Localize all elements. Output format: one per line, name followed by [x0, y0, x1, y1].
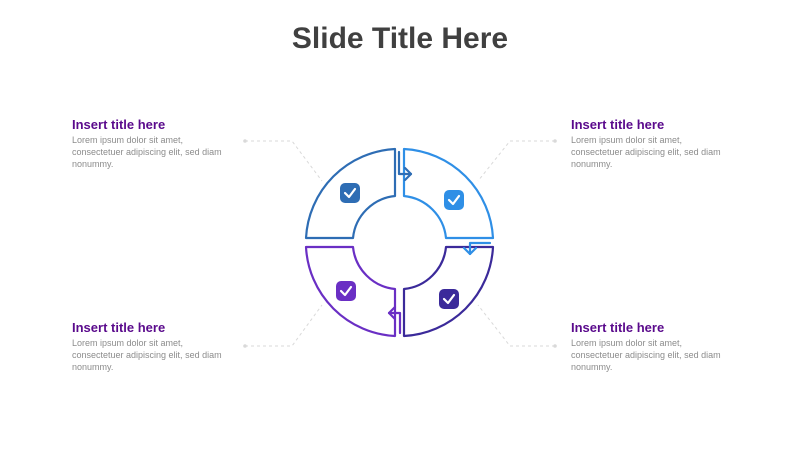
connector-bottom-left — [245, 304, 323, 347]
callout-body: Lorem ipsum dolor sit amet, consectetuer… — [72, 338, 222, 372]
ring-segment-bottom-left — [304, 245, 397, 338]
callout-bottom-right: Insert title here Lorem ipsum dolor sit … — [571, 320, 731, 373]
check-icon — [339, 285, 353, 297]
callout-title: Insert title here — [72, 320, 166, 335]
check-icon — [343, 187, 357, 199]
ring-segment-bottom-right — [402, 245, 495, 338]
arrow-down-icon — [462, 241, 492, 256]
check-badge-top-right — [444, 190, 464, 210]
connector-top-right — [477, 140, 555, 182]
callout-top-left: Insert title here Lorem ipsum dolor sit … — [72, 117, 232, 170]
ring-segment-top-right — [402, 147, 495, 240]
callout-title: Insert title here — [571, 320, 665, 335]
callout-title: Insert title here — [72, 117, 166, 132]
connector-top-left — [245, 140, 323, 182]
ring-segment-top-left — [304, 147, 397, 240]
callout-body: Lorem ipsum dolor sit amet, consectetuer… — [571, 338, 721, 372]
arrow-right-icon — [397, 150, 413, 182]
connector-lines — [245, 140, 555, 347]
slide-title: Slide Title Here — [291, 22, 509, 55]
check-badge-top-left — [340, 183, 360, 203]
callout-body: Lorem ipsum dolor sit amet, consectetuer… — [571, 135, 721, 169]
callout-body: Lorem ipsum dolor sit amet, consectetuer… — [72, 135, 222, 169]
connector-bottom-right — [477, 304, 555, 347]
check-icon — [447, 194, 461, 206]
check-badge-bottom-right — [439, 289, 459, 309]
callout-bottom-left: Insert title here Lorem ipsum dolor sit … — [72, 320, 232, 373]
callout-title: Insert title here — [571, 117, 665, 132]
callout-top-right: Insert title here Lorem ipsum dolor sit … — [571, 117, 731, 170]
check-badge-bottom-left — [336, 281, 356, 301]
connector-dots — [243, 139, 557, 348]
arrow-left-icon — [387, 305, 402, 335]
check-icon — [442, 293, 456, 305]
